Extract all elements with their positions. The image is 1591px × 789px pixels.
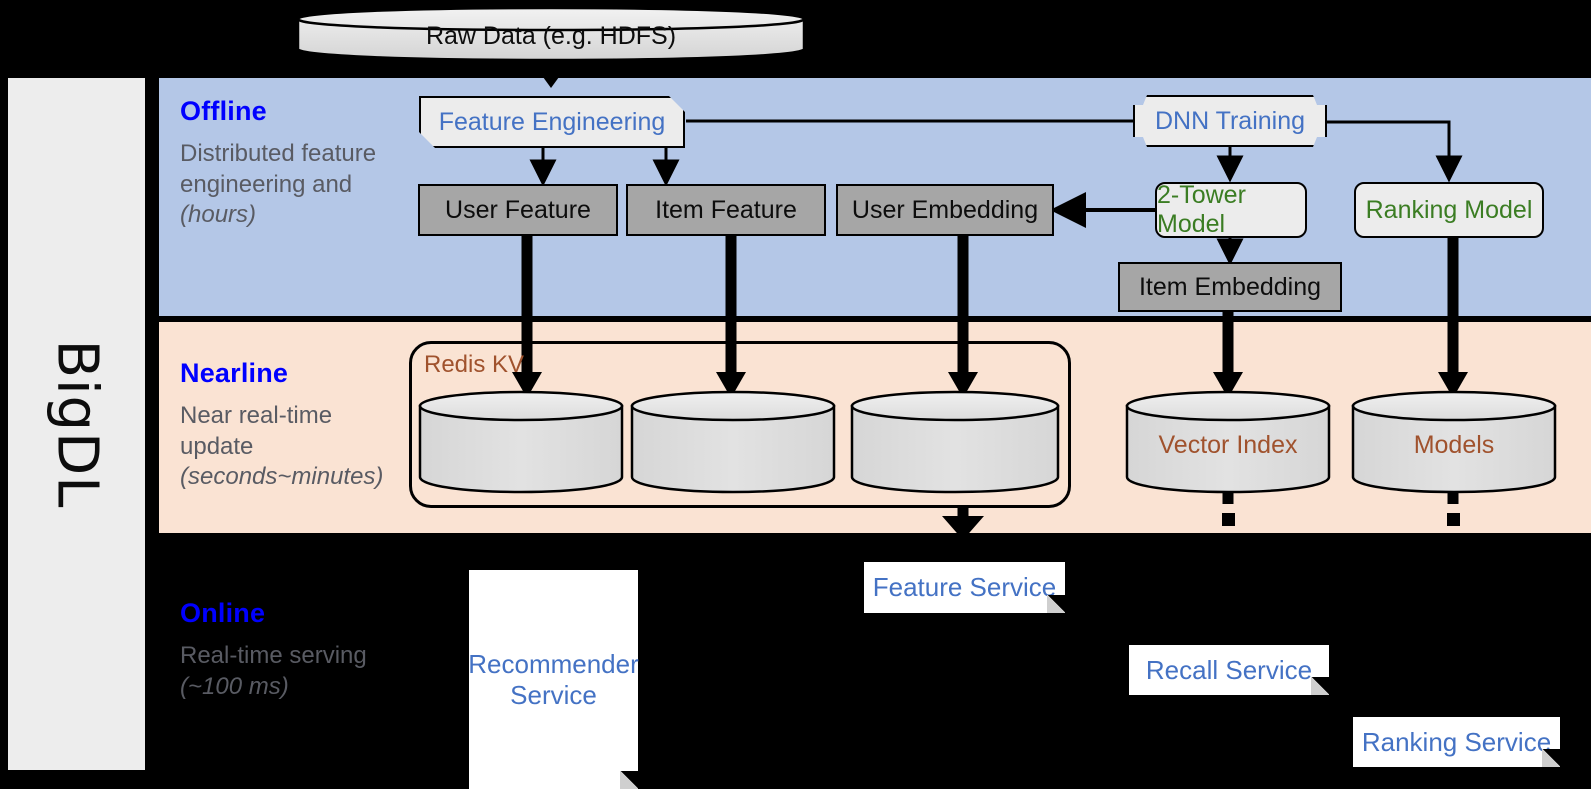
user-embedding-label: User Embedding	[851, 195, 1039, 224]
models-cylinder[interactable]: Models	[1350, 389, 1558, 494]
recall-service-label: Recall Service	[1145, 654, 1313, 685]
item-feature-box[interactable]: Item Feature	[626, 184, 826, 236]
user-embedding-box[interactable]: User Embedding	[836, 184, 1054, 236]
offline-band-desc: Distributed feature engineering and (hou…	[180, 140, 377, 229]
online-band-desc: Real-time serving (~100 ms)	[180, 642, 367, 700]
offline-band-title: Offline	[180, 96, 267, 126]
kv-store-cylinder-3	[849, 389, 1061, 494]
two-tower-model-box[interactable]: 2-Tower Model	[1155, 181, 1307, 238]
ranking-model-box[interactable]: Ranking Model	[1354, 182, 1544, 238]
feature-service-box[interactable]: Feature Service	[864, 562, 1065, 613]
bigdl-framework-rail: BigDL	[8, 78, 145, 770]
recall-service-box[interactable]: Recall Service	[1129, 645, 1329, 695]
nearline-band-desc: Near real-time update (seconds~minutes)	[180, 402, 384, 491]
two-tower-model-label: 2-Tower Model	[1157, 181, 1246, 238]
redis-kv-container	[409, 341, 1071, 508]
page-fold-icon	[620, 771, 638, 789]
nearline-band-title: Nearline	[180, 358, 289, 388]
feature-engineering-box[interactable]: Feature Engineering	[419, 96, 685, 148]
dnn-training-label: DNN Training	[1154, 106, 1306, 135]
kv-store-cylinder-1	[417, 389, 625, 494]
ranking-model-label: Ranking Model	[1365, 195, 1533, 224]
vector-index-cylinder[interactable]: Vector Index	[1124, 389, 1332, 494]
raw-data-cylinder: Raw Data (e.g. HDFS)	[296, 6, 806, 62]
bigdl-label: BigDL	[44, 339, 109, 509]
page-fold-icon	[1311, 677, 1329, 695]
user-feature-box[interactable]: User Feature	[418, 184, 618, 236]
item-feature-label: Item Feature	[655, 195, 797, 224]
offline-band-caption: Offline Distributed feature engineering …	[180, 96, 400, 231]
recommender-service-box[interactable]: Recommender Service	[468, 570, 639, 789]
item-embedding-label: Item Embedding	[1138, 272, 1322, 301]
page-fold-icon	[1047, 595, 1065, 613]
kv-store-cylinder-2	[629, 389, 837, 494]
recommender-service-label: Recommender Service	[468, 648, 639, 710]
ranking-service-label: Ranking Service	[1361, 726, 1552, 757]
page-fold-icon	[1542, 749, 1560, 767]
dnn-training-box[interactable]: DNN Training	[1133, 95, 1327, 147]
feature-engineering-label: Feature Engineering	[438, 107, 666, 136]
online-band-caption: Online Real-time serving (~100 ms)	[180, 598, 410, 702]
redis-kv-label: Redis KV	[424, 351, 525, 378]
ranking-service-box[interactable]: Ranking Service	[1353, 717, 1560, 767]
user-feature-label: User Feature	[445, 195, 591, 224]
online-band-title: Online	[180, 598, 266, 628]
nearline-band-caption: Nearline Near real-time update (seconds~…	[180, 358, 410, 493]
feature-service-label: Feature Service	[872, 572, 1057, 603]
item-embedding-box[interactable]: Item Embedding	[1118, 262, 1342, 312]
